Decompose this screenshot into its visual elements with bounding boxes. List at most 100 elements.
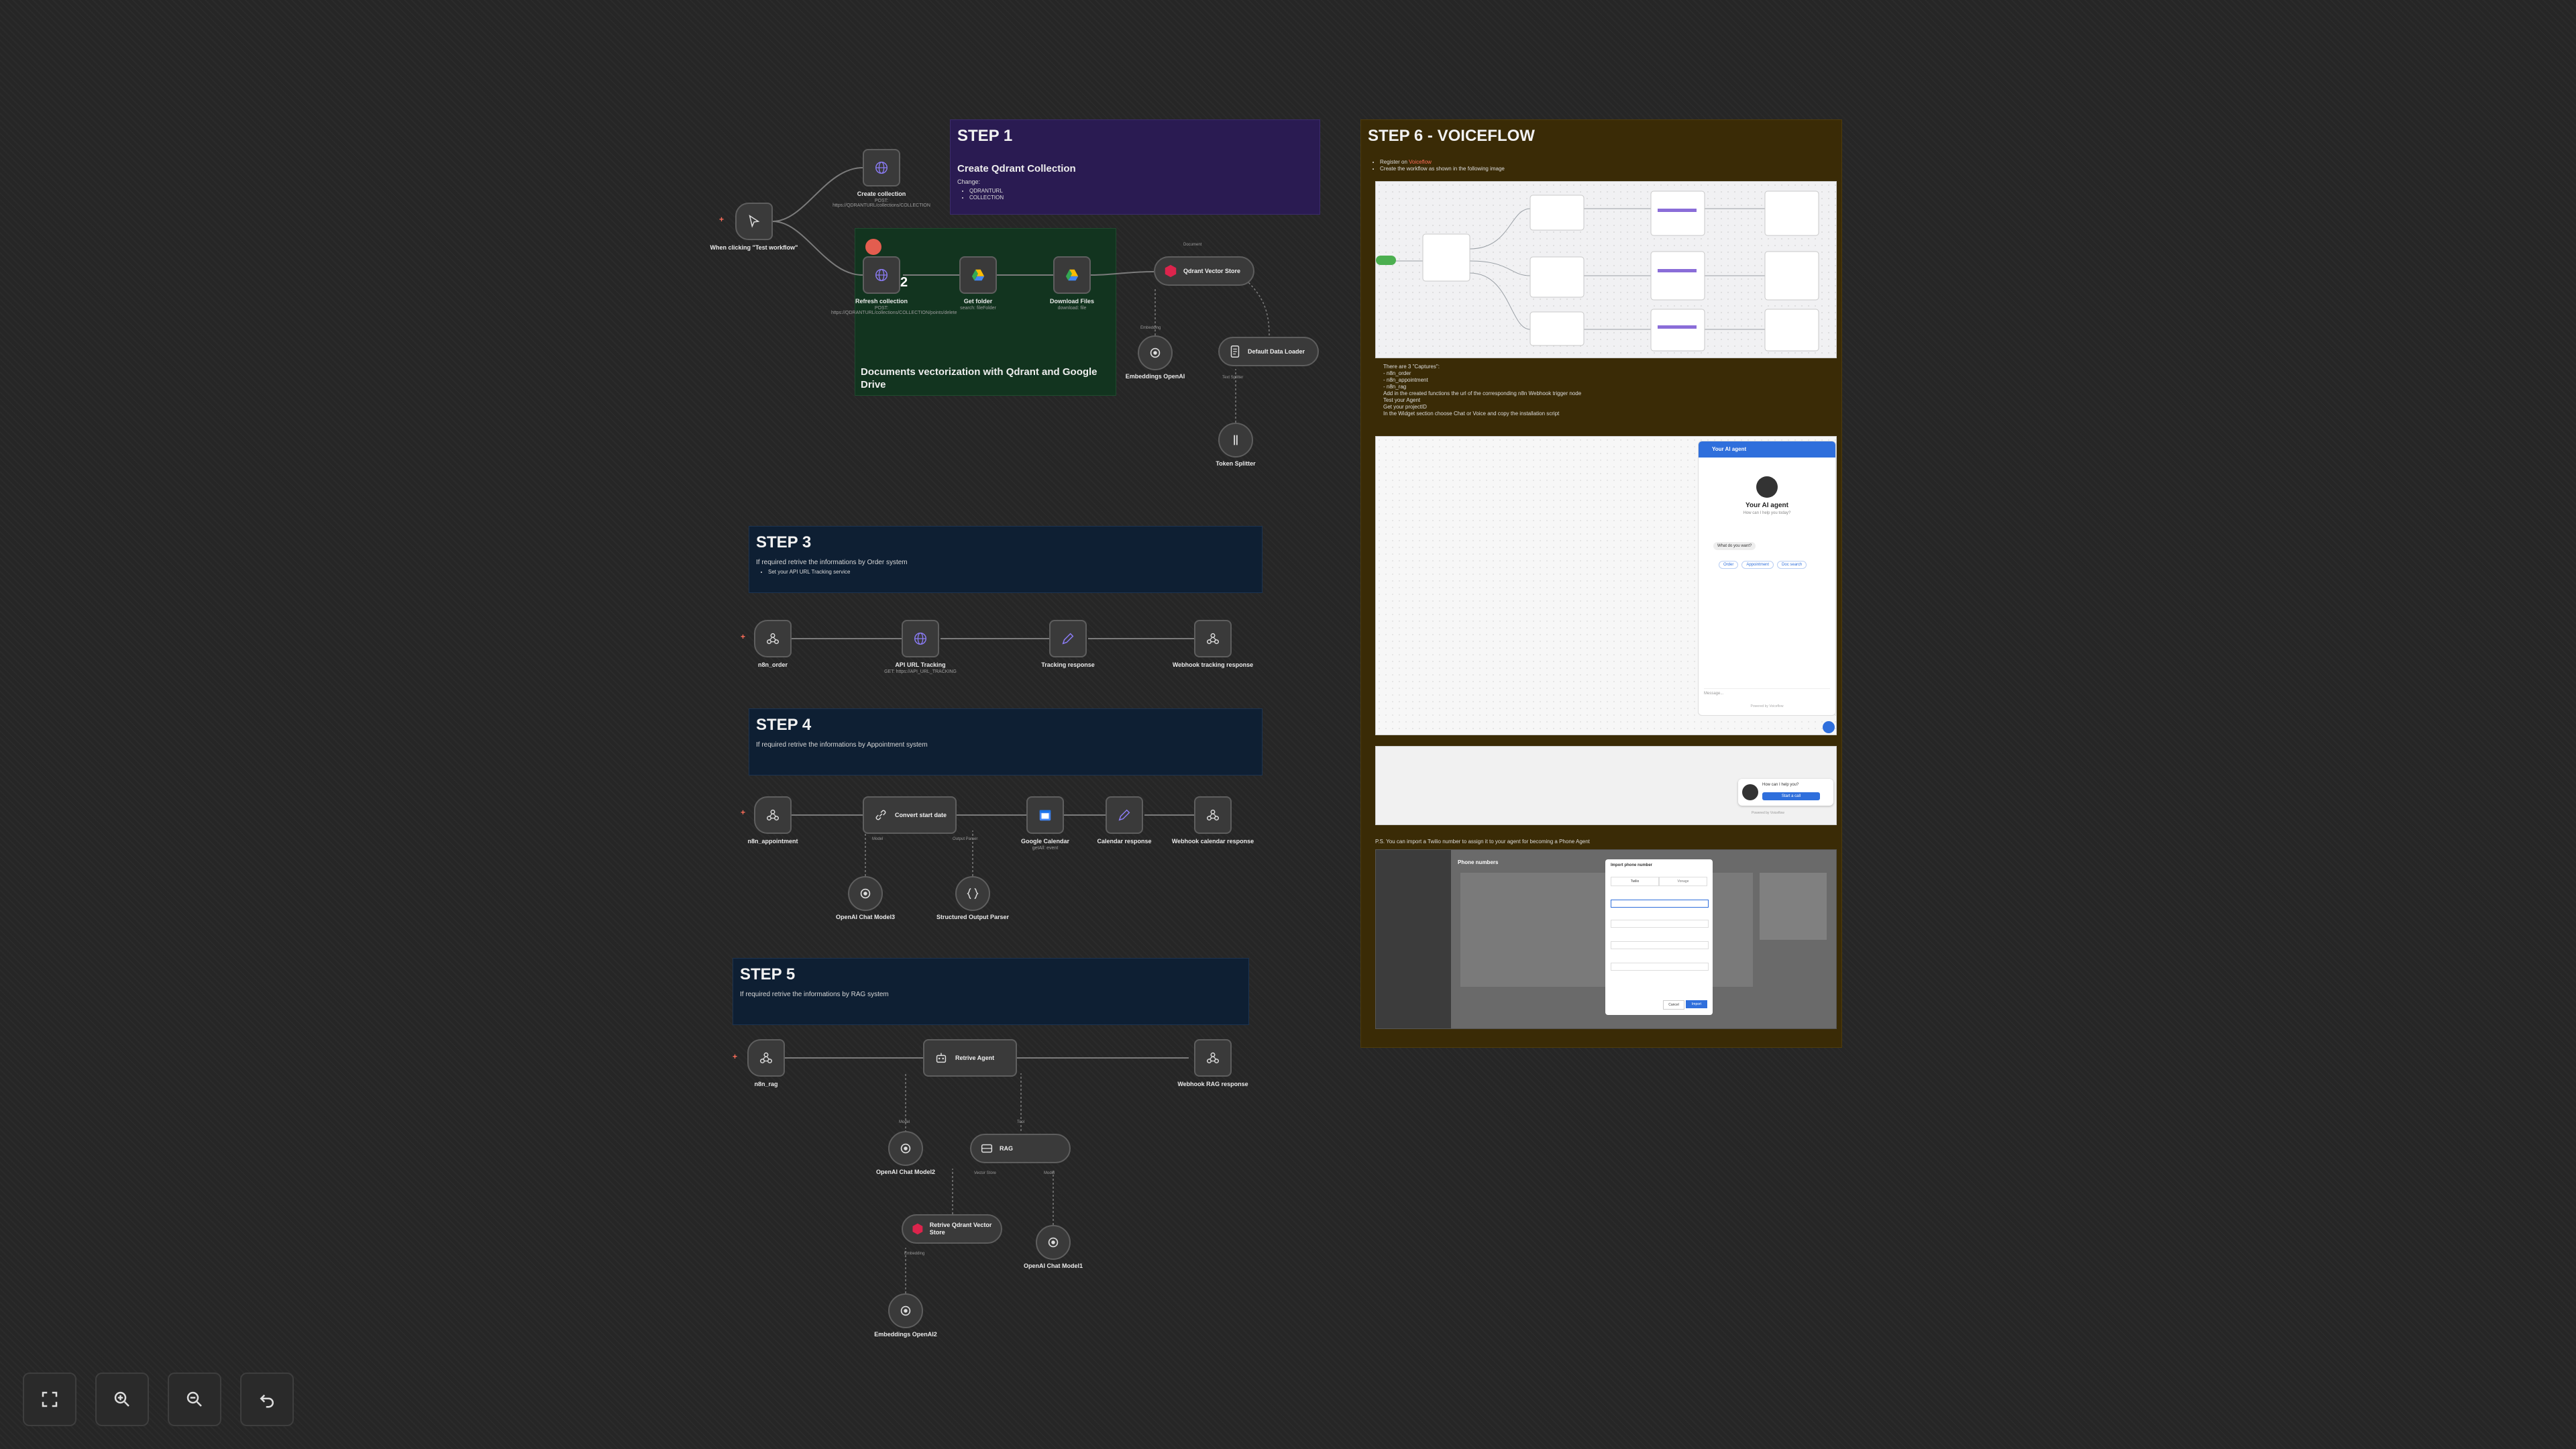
add-trigger-icon[interactable]: + [741,808,746,817]
chat-agent-desc: How can I help you today? [1743,511,1791,515]
google-calendar-node[interactable] [1026,796,1064,834]
account-sid-input[interactable] [1611,920,1709,928]
google-drive-icon [971,269,985,281]
convert-start-date-node[interactable]: Convert start date [863,796,957,834]
embeddings-openai2-label: Embeddings OpenAI2 [874,1331,937,1338]
api-url-tracking-node[interactable] [902,620,939,657]
port-tool-label: Tool [1017,1120,1025,1124]
n8n-order-webhook-node[interactable] [754,620,792,657]
chat-chips: Order Appointment Doc search [1719,561,1807,569]
default-data-loader-node[interactable]: Default Data Loader [1218,337,1319,366]
fit-view-icon [42,1391,58,1407]
openai-chat-model1-node[interactable] [1036,1225,1071,1260]
create-collection-label: Create collection [857,191,906,197]
step6-bullet2: Create the workflow as shown in the foll… [1380,166,1835,172]
openai-chat-model3-node[interactable] [848,876,883,911]
launcher-powered: Powered by Voiceflow [1752,811,1784,815]
webhook-icon [1207,809,1219,821]
cursor-icon [749,215,760,228]
manual-trigger-node[interactable] [735,203,773,240]
chat-chip[interactable]: Appointment [1741,561,1774,569]
port-model-label: Model [872,837,883,841]
start-call-button[interactable]: Start a call [1762,792,1820,800]
webhook-icon [767,633,779,645]
rag-tool-node[interactable]: RAG [970,1134,1071,1163]
reset-zoom-icon [260,1394,274,1408]
pencil-icon [1062,633,1074,645]
globe-icon [875,162,888,174]
refresh-collection-node[interactable] [863,256,900,294]
launcher-question: How can I help you? [1762,783,1799,787]
sticky-step4[interactable]: STEP 4 If required retrive the informati… [749,708,1263,775]
reset-zoom-button[interactable] [240,1373,294,1426]
auth-token-input[interactable] [1611,941,1709,949]
add-trigger-icon[interactable]: + [733,1052,738,1061]
step6-instruction: Add in the created functions the url of … [1383,390,1582,396]
voiceflow-link[interactable]: Voiceflow [1409,159,1432,165]
twilio-note: P.S. You can import a Twilio number to a… [1375,839,1590,845]
openai-icon [860,888,871,899]
embeddings-openai-node[interactable] [1138,335,1173,370]
chat-input[interactable]: Message... [1704,688,1830,699]
create-collection-node[interactable] [863,149,900,186]
google-calendar-sub: getAll: event [1032,846,1059,851]
step4-line1: If required retrive the informations by … [756,741,928,749]
step1-list: QDRANTURL COLLECTION [957,188,1313,201]
token-splitter-label: Token Splitter [1216,460,1256,467]
port-text-splitter-label: Text Splitter [1222,376,1244,380]
n8n-order-label: n8n_order [757,661,788,668]
chat-avatar [1756,476,1778,498]
step6-instruction: Test your Agent [1383,397,1421,403]
openai-chat-model2-node[interactable] [888,1131,923,1166]
n8n-rag-webhook-node[interactable] [747,1039,785,1077]
phone-title: Phone numbers [1458,859,1499,865]
google-drive-icon [1065,269,1079,281]
zoom-out-button[interactable] [168,1373,221,1426]
globe-icon [914,633,926,645]
add-trigger-icon[interactable]: + [741,632,746,641]
step1-subtitle: Create Qdrant Collection [957,163,1076,174]
chat-chip[interactable]: Order [1719,561,1739,569]
webhook-calendar-response-node[interactable] [1194,796,1232,834]
qdrant-vector-store-node[interactable]: Qdrant Vector Store [1154,256,1254,286]
step5-title: STEP 5 [740,965,796,983]
phone-input[interactable] [1611,900,1709,908]
google-calendar-label: Google Calendar [1020,838,1069,845]
webhook-rag-response-node[interactable] [1194,1039,1232,1077]
agent-select[interactable] [1611,963,1709,971]
webhook-tracking-response-node[interactable] [1194,620,1232,657]
pencil-icon [1118,809,1130,821]
get-folder-node[interactable] [959,256,997,294]
retrive-agent-node[interactable]: Retrive Agent [923,1039,1017,1077]
fit-view-button[interactable] [23,1373,76,1426]
port-document-label: Document [1183,243,1202,247]
convert-start-date-label: Convert start date [895,811,947,818]
sticky-step1[interactable]: STEP 1 Create Qdrant Collection Change: … [950,119,1320,215]
chat-launcher-icon[interactable] [1823,721,1835,733]
chat-chip[interactable]: Doc search [1777,561,1807,569]
structured-output-parser-node[interactable] [955,876,990,911]
cancel-button[interactable]: Cancel [1663,1000,1684,1010]
voiceflow-workflow-image [1375,181,1837,358]
sticky-step3[interactable]: STEP 3 If required retrive the informati… [749,526,1263,593]
sticky-step5[interactable]: STEP 5 If required retrive the informati… [733,958,1249,1025]
chat-powered: Powered by Voiceflow [1750,704,1784,708]
step6-intro-list: Register on Voiceflow Create the workflo… [1368,159,1835,172]
embeddings-openai2-node[interactable] [888,1293,923,1328]
token-splitter-node[interactable] [1218,423,1253,458]
retrive-qdrant-vector-store-node[interactable]: Retrive Qdrant Vector Store [902,1214,1002,1244]
import-button[interactable]: Import [1686,1000,1707,1008]
step2-title: Documents vectorization with Qdrant and … [861,366,1097,390]
add-trigger-icon[interactable]: + [719,215,724,224]
tab-twilio[interactable]: Twilio [1611,877,1659,886]
create-collection-sub: POST: https://QDRANTURL/collections/COLL… [833,199,930,208]
zoom-in-button[interactable] [95,1373,149,1426]
calendar-response-node[interactable] [1106,796,1143,834]
sticky-step2[interactable]: Documents vectorization with Qdrant and … [855,228,1116,396]
n8n-appointment-webhook-node[interactable] [754,796,792,834]
download-files-node[interactable] [1053,256,1091,294]
tracking-response-node[interactable] [1049,620,1087,657]
tab-vonage[interactable]: Vonage [1659,877,1707,886]
warning-badge-icon [865,239,881,255]
voiceflow-diagram [1376,191,1819,352]
